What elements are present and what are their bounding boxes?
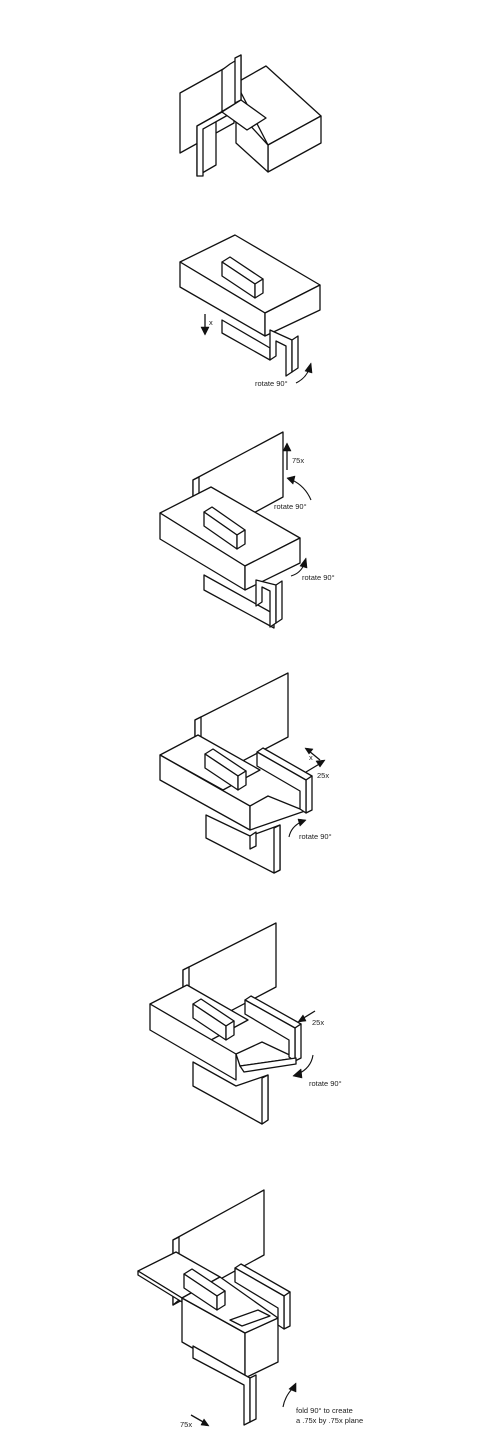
step-5-tab-side (225, 1020, 235, 1041)
step-4-right-wall-inner (256, 751, 307, 814)
step-2-rotate-arrow-head (304, 362, 313, 374)
step-4-figure: x 25x rotate 90° (159, 672, 332, 874)
step-4-tab-side (237, 770, 247, 791)
step-5-right-wall-inner (244, 999, 296, 1062)
step-6-75x-arrow-head (200, 1418, 210, 1427)
step-5-figure: 25x rotate 90° (149, 922, 342, 1125)
step-2-x-label: x (209, 318, 213, 327)
step-6-fold-arrow (282, 1387, 294, 1408)
step-1-tall-panel-face (234, 54, 242, 104)
step-5-rotate-label: rotate 90° (309, 1079, 342, 1088)
step-4-right-wall-face (305, 775, 313, 814)
step-6-75x-label: 75x (180, 1420, 192, 1429)
step-4-25x-arrow-head (315, 759, 326, 768)
step-3-hanging-panel-edge (275, 580, 283, 624)
step-5-rotate-arrow-head (292, 1068, 303, 1079)
step-2-figure: x rotate 90° (179, 234, 321, 388)
step-4-rotate-arrow-head (297, 818, 307, 827)
step-6-tab-side (216, 1290, 226, 1311)
step-2-x-arrow-head (200, 326, 210, 336)
step-6-fold-label-line2: a .75x by .75x plane (296, 1416, 363, 1425)
step-3-tab-side (236, 529, 246, 550)
step-2-tab-side (254, 278, 264, 299)
step-1-back-panel (179, 62, 235, 154)
step-1-small-ledge (221, 99, 267, 131)
step-3-75x-label: 75x (292, 456, 304, 465)
step-5-25x-label: 25x (312, 1018, 324, 1027)
step-5-hanging-panel-side (261, 1074, 269, 1125)
step-5-front-panel (149, 1003, 237, 1081)
step-2-rotate-label: rotate 90° (255, 379, 288, 388)
step-4-x-arrow-shaft (308, 750, 321, 761)
step-5-lower-step (239, 1057, 297, 1073)
step-3-75x-arrow-head (282, 442, 292, 452)
step-4-x-arrow-head (304, 747, 314, 755)
step-2-hanging-panel (269, 329, 293, 377)
step-4-x-label: x (309, 753, 313, 762)
step-4-rotate-label: rotate 90° (299, 832, 332, 841)
step-5-right-wall-face (294, 1023, 302, 1062)
step-3-lower-rotate-label: rotate 90° (302, 573, 335, 582)
step-3-upper-rotate-arrow-head (286, 475, 296, 485)
step-4-25x-label: 25x (317, 771, 329, 780)
step-3-box-right (244, 537, 301, 591)
step-2-hanging-panel-edge (291, 335, 299, 373)
step-3-figure: 75x rotate 90° rotate 90° (159, 431, 335, 629)
step-6-figure: 75x fold 90° to create a .75x by .75x pl… (137, 1189, 363, 1429)
step-6-fold-label-line1: fold 90° to create (296, 1406, 353, 1415)
step-4-hanging-panel-side (273, 824, 281, 874)
step-3-upper-rotate-label: rotate 90° (274, 502, 307, 511)
step-6-bottom-panel-edge (249, 1374, 257, 1423)
step-6-small-fold (229, 1309, 271, 1327)
step-2-box-right (264, 284, 321, 337)
step-3-upper-rotate-arrow (291, 479, 312, 501)
step-6-right-wall-face (283, 1291, 291, 1330)
step-4-hanging-panel-edge (249, 831, 257, 850)
step-6-fold-arrow-head (288, 1382, 297, 1393)
step-6-right-wall-inner (234, 1267, 285, 1330)
step-1-figure (179, 54, 322, 177)
step-3-lower-panel (203, 574, 275, 629)
step-3-lower-rotate-arrow-head (299, 557, 308, 569)
step-5-25x-arrow-head (297, 1014, 307, 1023)
